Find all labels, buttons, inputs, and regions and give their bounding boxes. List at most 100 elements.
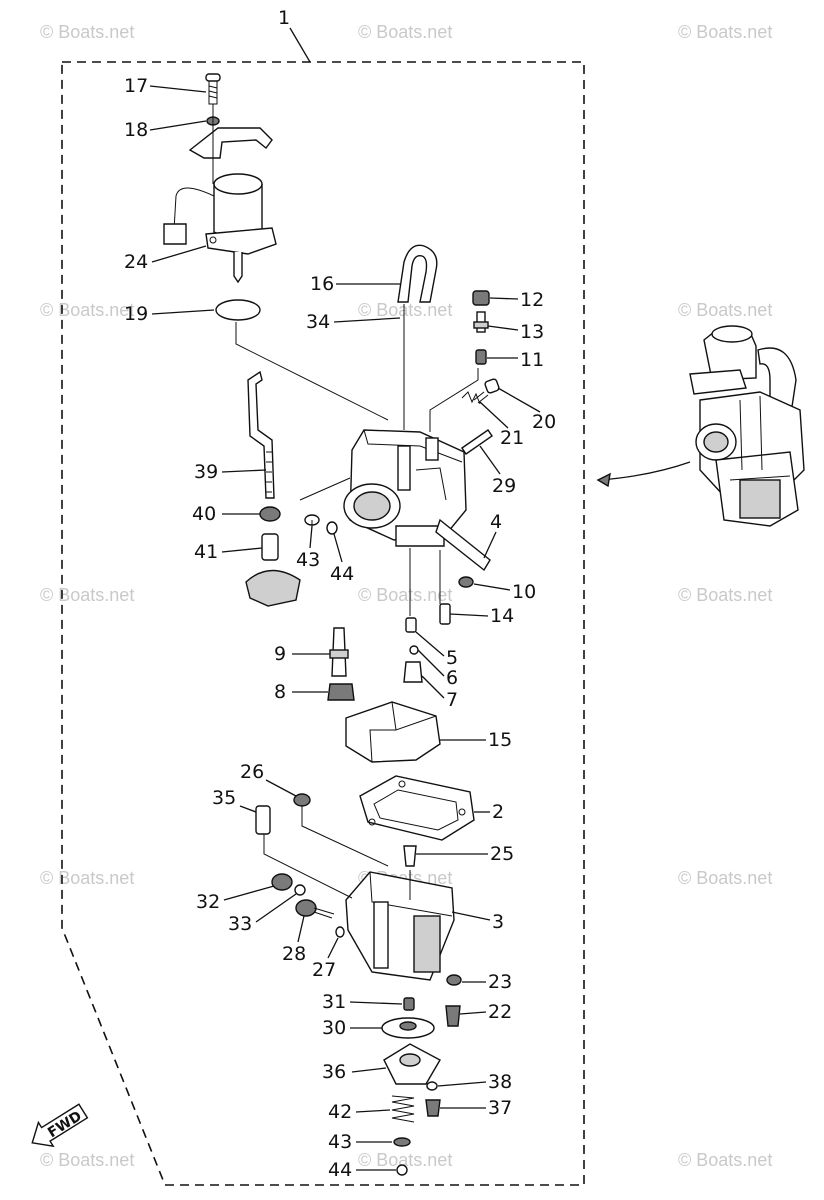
part-7-seat [403, 661, 423, 683]
inset-pointer-arrow [599, 461, 691, 481]
part-28-screw [295, 899, 335, 919]
part-13-jet [473, 311, 489, 333]
part-44-clip [326, 521, 338, 535]
callout-13: 13 [520, 321, 544, 343]
part-2-gasket [359, 775, 475, 841]
callout-5: 5 [446, 647, 458, 669]
part-19-oring [215, 299, 261, 321]
part-35-pin [255, 805, 271, 835]
watermark: © Boats.net [678, 585, 773, 605]
callout-36: 36 [322, 1061, 346, 1083]
part-39-hose [247, 370, 275, 499]
callout-3: 3 [492, 911, 504, 933]
part-23-washer [446, 974, 462, 986]
part-42-spring [391, 1095, 415, 1123]
part-25-screw [403, 845, 417, 867]
callout-42: 42 [328, 1101, 352, 1123]
watermark: © Boats.net [358, 300, 453, 320]
callout-32: 32 [196, 891, 220, 913]
part-31-screw [403, 997, 415, 1011]
callout-33: 33 [228, 913, 252, 935]
watermark: © Boats.net [40, 300, 135, 320]
callout-2: 2 [492, 801, 504, 823]
part-44-clip-lower [396, 1164, 408, 1176]
callout-44: 44 [330, 563, 354, 585]
part-30-diaphragm [381, 1017, 435, 1039]
part-20-screw [473, 378, 500, 404]
fwd-arrow: FWD [31, 1103, 89, 1148]
callout-21: 21 [500, 427, 524, 449]
watermark: © Boats.net [678, 868, 773, 888]
assembly-label: 1 [278, 7, 290, 29]
part-41-sleeve [261, 533, 279, 561]
callout-9: 9 [274, 643, 286, 665]
callout-20: 20 [532, 411, 556, 433]
callout-26: 26 [240, 761, 264, 783]
guide-lines [235, 304, 479, 900]
callout-24: 24 [124, 251, 148, 273]
watermark: © Boats.net [40, 22, 135, 42]
part-12-cap [472, 290, 490, 306]
assembly-boundary [61, 61, 585, 1186]
watermark: © Boats.net [40, 585, 135, 605]
watermark: © Boats.net [358, 1150, 453, 1170]
callout-14: 14 [490, 605, 514, 627]
part-37-screw [425, 1099, 441, 1117]
callout-15: 15 [488, 729, 512, 751]
callout-43-lower: 43 [328, 1131, 352, 1153]
part-40-nut [259, 506, 281, 522]
callout-44-lower: 44 [328, 1159, 352, 1181]
callout-23: 23 [488, 971, 512, 993]
watermark: © Boats.net [358, 585, 453, 605]
callout-27: 27 [312, 959, 336, 981]
watermark: © Boats.net [358, 22, 453, 42]
callout-7: 7 [446, 689, 458, 711]
assembly-leader [289, 27, 311, 63]
watermark: © Boats.net [678, 22, 773, 42]
part-5-jet [405, 617, 417, 633]
part-3-float-bowl [345, 871, 455, 981]
callout-22: 22 [488, 1001, 512, 1023]
watermark: © Boats.net [678, 300, 773, 320]
callout-40: 40 [192, 503, 216, 525]
callout-37: 37 [488, 1097, 512, 1119]
callout-43: 43 [296, 549, 320, 571]
part-9-tube [329, 627, 349, 677]
part-32-screw [271, 873, 293, 891]
callout-30: 30 [322, 1017, 346, 1039]
part-21-spring [461, 391, 481, 405]
callout-11: 11 [520, 349, 544, 371]
callout-6: 6 [446, 667, 458, 689]
callout-4: 4 [490, 511, 502, 533]
callout-group: 17 18 24 19 16 34 12 13 11 20 21 29 39 [124, 75, 556, 1181]
part-11-jet [475, 349, 487, 365]
part-43-washer-lower [393, 1137, 411, 1147]
callout-29: 29 [492, 475, 516, 497]
part-bracket [188, 127, 273, 159]
callout-28: 28 [282, 943, 306, 965]
part-38-washer [426, 1081, 438, 1091]
carburetor-body [343, 429, 491, 572]
callout-41: 41 [194, 541, 218, 563]
callout-35: 35 [212, 787, 236, 809]
callout-17: 17 [124, 75, 148, 97]
part-17-screw [205, 73, 221, 105]
part-33-washer [294, 884, 306, 896]
watermark: © Boats.net [40, 868, 135, 888]
callout-31: 31 [322, 991, 346, 1013]
part-cover [245, 569, 301, 607]
callout-18: 18 [124, 119, 148, 141]
part-14-jet [439, 603, 451, 625]
callout-8: 8 [274, 681, 286, 703]
part-6-ball [409, 645, 419, 655]
part-36-cover [383, 1043, 441, 1085]
watermark: © Boats.net [40, 1150, 135, 1170]
callout-39: 39 [194, 461, 218, 483]
part-16-hose [397, 244, 438, 303]
callout-19: 19 [124, 303, 148, 325]
part-8-nut [327, 683, 355, 701]
part-27-oring [335, 926, 345, 938]
part-15-float [345, 701, 441, 763]
